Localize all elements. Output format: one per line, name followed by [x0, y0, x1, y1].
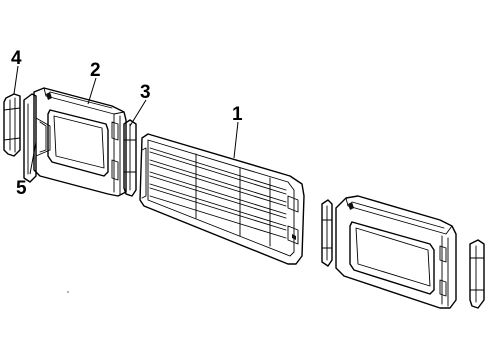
part-3-left-filler-strip [123, 119, 137, 197]
callout-4: 4 [11, 48, 22, 69]
leader-4 [13, 65, 19, 95]
leader-2 [87, 77, 97, 105]
right-filler-strip [321, 199, 333, 267]
callout-1: 1 [232, 104, 243, 125]
part-4-left-end-bracket [3, 93, 21, 157]
part-1-center-grille [139, 133, 305, 265]
callout-leaders [13, 65, 239, 175]
right-headlamp-housing [335, 195, 457, 309]
part-2-left-headlamp-housing [33, 87, 127, 197]
leader-5 [29, 141, 37, 175]
callout-3: 3 [140, 82, 151, 103]
part-5-left-inner-bezel [23, 93, 51, 183]
speck [67, 291, 69, 293]
right-end-bracket [469, 239, 485, 309]
callout-5: 5 [16, 178, 27, 199]
leader-1 [233, 121, 239, 159]
callout-2: 2 [90, 60, 101, 81]
leader-3 [129, 99, 147, 127]
